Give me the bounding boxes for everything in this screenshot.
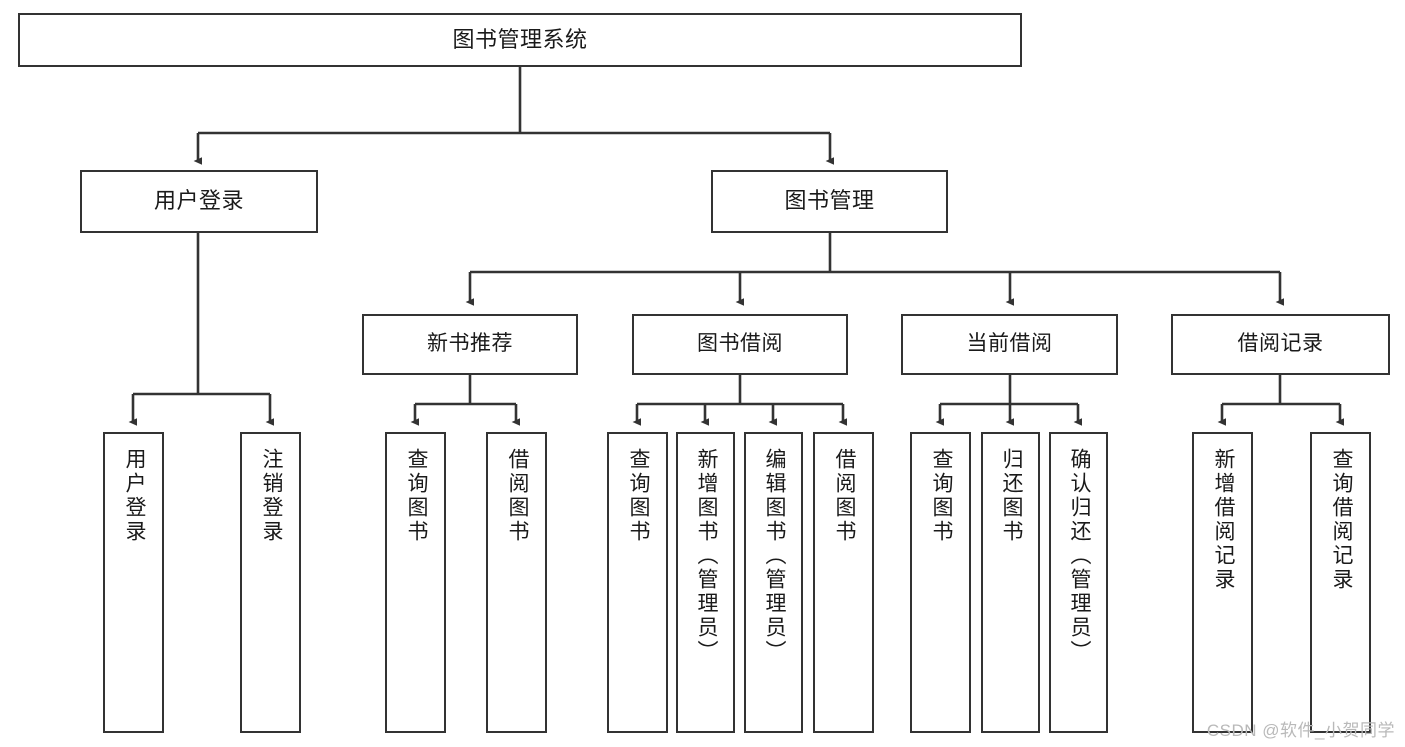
node-user-login[interactable]: 用户登录 — [80, 170, 318, 233]
leaf-return-book[interactable]: 归还图书 — [981, 432, 1040, 733]
edge-currentborrow-to-leaves — [935, 375, 1083, 426]
leaf-borrow-book[interactable]: 借阅图书 — [813, 432, 874, 733]
edge-borrowrecord-to-leaves — [1217, 375, 1345, 426]
node-label: 新增借阅记录 — [1211, 448, 1235, 592]
leaf-query-book-borrow[interactable]: 查询图书 — [607, 432, 668, 733]
node-label: 查询图书 — [626, 448, 650, 544]
node-label: 编辑图书（管理员） — [762, 448, 786, 664]
leaf-query-book-current[interactable]: 查询图书 — [910, 432, 971, 733]
leaf-edit-book-admin[interactable]: 编辑图书（管理员） — [744, 432, 803, 733]
node-book-borrow[interactable]: 图书借阅 — [632, 314, 848, 375]
node-label: 借阅记录 — [1237, 332, 1324, 356]
leaf-add-borrow-record[interactable]: 新增借阅记录 — [1192, 432, 1253, 733]
node-new-book-recommend[interactable]: 新书推荐 — [362, 314, 578, 375]
node-label: 图书管理 — [784, 188, 875, 214]
edge-bookmgmt-to-level3 — [465, 233, 1285, 306]
node-label: 新增图书（管理员） — [694, 448, 718, 664]
node-label: 新书推荐 — [427, 332, 513, 356]
leaf-query-book-newbook[interactable]: 查询图书 — [385, 432, 446, 733]
edge-bookborrow-to-leaves — [632, 375, 848, 426]
node-label: 借阅图书 — [832, 448, 856, 544]
node-borrow-record[interactable]: 借阅记录 — [1171, 314, 1390, 375]
node-label: 确认归还（管理员） — [1067, 448, 1091, 664]
leaf-logout[interactable]: 注销登录 — [240, 432, 301, 733]
leaf-borrow-book-newbook[interactable]: 借阅图书 — [486, 432, 547, 733]
edge-newbook-to-leaves — [410, 375, 521, 426]
node-current-borrow[interactable]: 当前借阅 — [901, 314, 1118, 375]
node-label: 图书管理系统 — [452, 26, 588, 52]
node-label: 用户登录 — [122, 448, 146, 544]
node-label: 查询借阅记录 — [1329, 448, 1353, 592]
edge-root-to-level2 — [193, 67, 835, 165]
node-label: 查询图书 — [404, 448, 428, 544]
node-label: 借阅图书 — [505, 448, 529, 544]
node-label: 图书借阅 — [697, 332, 783, 356]
node-root-book-management-system[interactable]: 图书管理系统 — [18, 13, 1022, 67]
leaf-confirm-return-admin[interactable]: 确认归还（管理员） — [1049, 432, 1108, 733]
node-book-management[interactable]: 图书管理 — [711, 170, 948, 233]
node-label: 查询图书 — [929, 448, 953, 544]
leaf-user-login[interactable]: 用户登录 — [103, 432, 164, 733]
node-label: 当前借阅 — [966, 332, 1053, 356]
node-label: 归还图书 — [999, 448, 1023, 544]
edge-userlogin-to-leaves — [128, 233, 275, 426]
csdn-watermark: CSDN @软件_小贺同学 — [1206, 721, 1395, 740]
node-label: 注销登录 — [259, 448, 283, 544]
node-label: 用户登录 — [153, 188, 244, 214]
leaf-query-borrow-record[interactable]: 查询借阅记录 — [1310, 432, 1371, 733]
leaf-add-book-admin[interactable]: 新增图书（管理员） — [676, 432, 735, 733]
